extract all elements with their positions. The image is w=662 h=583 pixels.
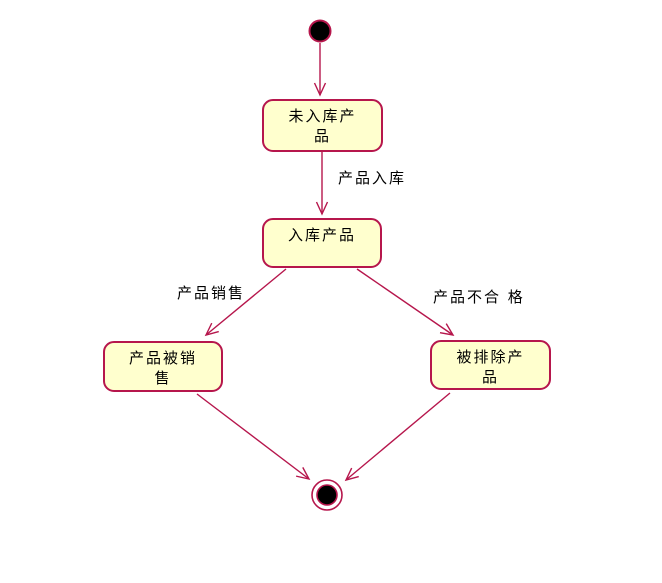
edge-sold-to-final xyxy=(196,393,311,481)
initial-state-node xyxy=(308,19,332,43)
edge-label-sale: 产品销售 xyxy=(177,284,246,302)
state-node-label: 被排除产 品 xyxy=(456,348,525,386)
state-node-excluded: 被排除产 品 xyxy=(430,340,551,390)
edge-sale xyxy=(204,268,287,337)
final-state-inner-dot xyxy=(316,484,338,506)
edge-unqualified xyxy=(356,268,455,336)
edge-label-stock-in: 产品入库 xyxy=(338,169,407,187)
edge-excluded-to-final xyxy=(344,392,451,482)
state-node-unstocked: 未入库产 品 xyxy=(262,99,383,152)
state-node-sold: 产品被销 售 xyxy=(103,341,223,392)
state-node-label: 入库产品 xyxy=(287,226,356,244)
state-node-label: 产品被销 售 xyxy=(128,349,197,387)
state-node-label: 未入库产 品 xyxy=(288,107,357,145)
edge-label-unqualified: 产品不合 格 xyxy=(433,288,525,306)
final-state-node xyxy=(311,479,343,511)
state-node-stocked: 入库产品 xyxy=(262,218,382,268)
